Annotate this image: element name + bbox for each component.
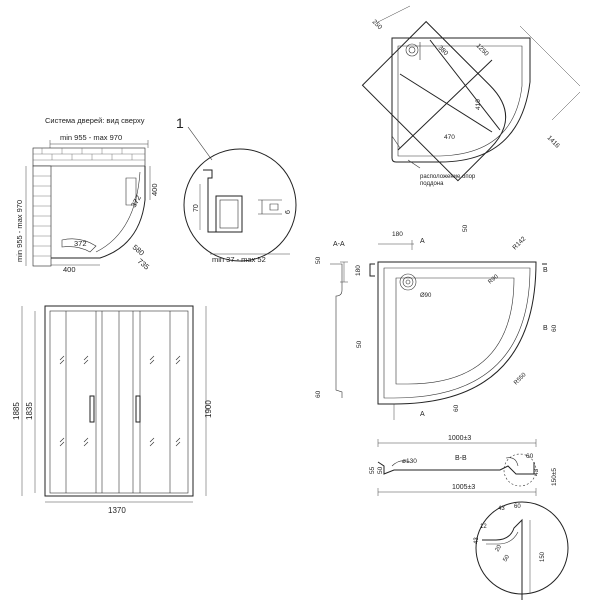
- tray-dim: 180: [355, 265, 362, 276]
- section-bb-label: B-B: [455, 455, 467, 462]
- tray-dim: 50: [356, 340, 363, 348]
- tray-dim: 60: [551, 324, 558, 332]
- section-bb-width-top: 1000±3: [448, 435, 471, 442]
- section-bb-width-bottom: 1005±3: [452, 484, 475, 491]
- tray-dim: 60: [315, 390, 322, 398]
- detail-dim: 43: [474, 537, 480, 544]
- tray-dim: Ø90: [420, 293, 432, 299]
- callout-profile-detail: 1 70 6 min 37 - max 52: [176, 115, 297, 264]
- tray-dim: R550: [513, 372, 528, 387]
- tray-dim: R142: [511, 235, 527, 251]
- callout-range: min 37 - max 52: [212, 255, 266, 264]
- tray-top-dim: 1416: [546, 134, 561, 149]
- detail-dim: 43: [498, 506, 505, 512]
- tray-section-mark-b: B: [543, 325, 548, 332]
- door-plan-caption: Система дверей: вид сверху: [45, 116, 145, 125]
- section-bb-dim: 60: [526, 453, 534, 460]
- elevation-width: 1370: [108, 506, 126, 515]
- elevation-height-inner: 1835: [25, 402, 34, 420]
- tray-support-view: 250 380 1250 410 470 1416 расположение о…: [361, 5, 581, 187]
- tray-top-note-line1: расположение опор: [420, 174, 476, 180]
- elevation-height-outer: 1885: [12, 402, 21, 420]
- section-bb-dim: 50: [377, 466, 384, 474]
- tray-dim: 180: [392, 231, 403, 238]
- door-plan-depth-range: min 955 - max 970: [15, 200, 24, 262]
- tray-dim: 60: [453, 404, 460, 412]
- front-elevation: 1885 1835 1900 1370: [12, 305, 213, 515]
- section-bb-dim: 150±5: [551, 468, 558, 486]
- brick-wall: [32, 147, 146, 267]
- door-arc: [51, 166, 146, 259]
- tray-dim: 50: [315, 256, 322, 264]
- callout-number: 1: [176, 115, 184, 131]
- callout-dim-70: 70: [193, 204, 200, 212]
- tray-section-mark-bottom: A: [420, 411, 425, 418]
- glass-reflection-marks: [59, 355, 181, 447]
- tray-section-mark-b: B: [543, 267, 548, 274]
- tray-top-dim: 1250: [475, 42, 490, 57]
- door-plan-dim: 400: [63, 265, 76, 274]
- tray-section-mark-top: A: [420, 238, 425, 245]
- door-plan-dim: 580: [131, 243, 146, 258]
- door-plan-dim: 372: [74, 239, 87, 248]
- door-plan-dim: 735: [136, 257, 151, 272]
- section-bb: 1000±3 B-B ø130 1005±3 55 50 60 43 150±5: [369, 435, 558, 496]
- door-plan-width-range: min 955 - max 970: [60, 133, 122, 142]
- tray-top-dim: 410: [475, 99, 482, 110]
- door-plan-dim: 400: [150, 183, 159, 196]
- tray-dim: R90: [487, 273, 500, 285]
- detail-dim: 12: [480, 524, 487, 530]
- tray-top-dim: 470: [444, 134, 455, 141]
- detail-dim: 150: [540, 551, 546, 562]
- tray-section-label: A-A: [333, 241, 345, 248]
- section-bb-dia: ø130: [402, 458, 417, 465]
- elevation-height-total: 1900: [204, 400, 213, 418]
- tray-dim: 50: [462, 224, 469, 232]
- detail-dim: 60: [514, 504, 521, 510]
- detail-circle: 43 60 12 43 20 150 50: [474, 501, 569, 600]
- detail-dim: 50: [503, 554, 512, 563]
- callout-dim-6: 6: [285, 210, 292, 214]
- door-plan-dim: 372: [129, 194, 143, 209]
- detail-dim: 20: [495, 544, 504, 553]
- door-plan: Система дверей: вид сверху min 955 - max…: [15, 116, 159, 274]
- tray-plan: A-A A A B B 180 50 R142 50 180 Ø90 R90 6…: [315, 224, 558, 420]
- tray-top-dim: 380: [437, 44, 450, 57]
- section-bb-dim: 55: [369, 466, 376, 474]
- section-bb-dim: 43: [533, 468, 540, 476]
- tray-top-note-line2: поддона: [420, 181, 444, 187]
